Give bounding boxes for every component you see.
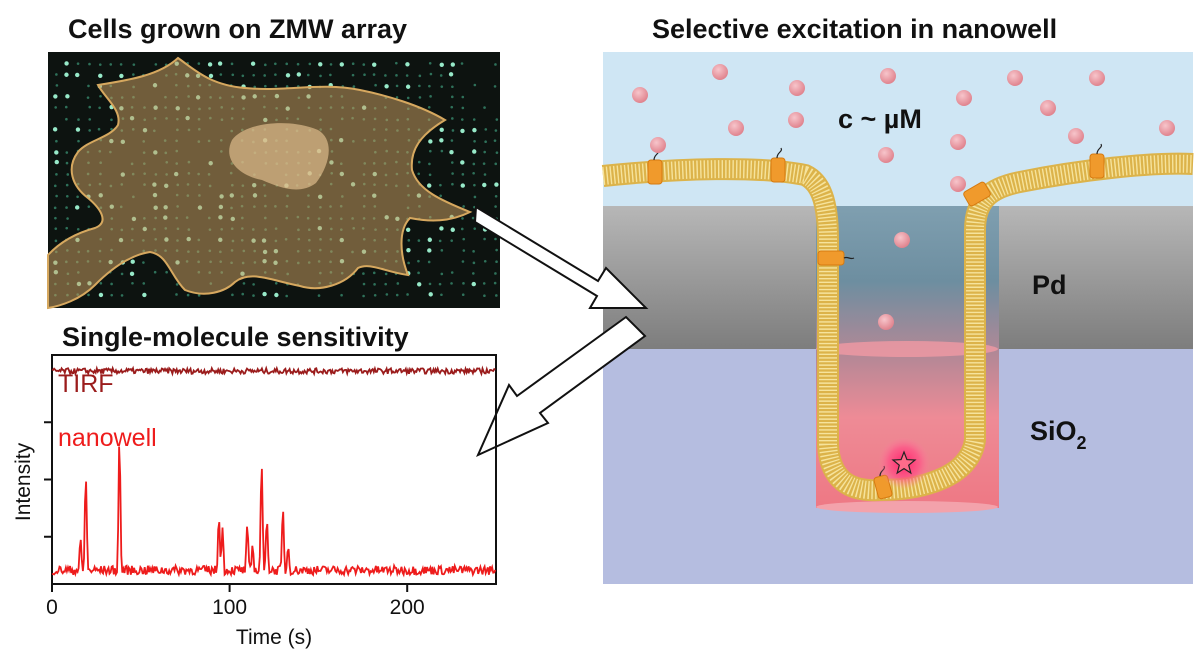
title-cells: Cells grown on ZMW array xyxy=(68,14,408,44)
particle xyxy=(950,134,966,150)
cell-nucleus xyxy=(229,123,329,190)
protein xyxy=(1089,153,1105,179)
nanowell-schematic: c ~ µM Pd SiO2 xyxy=(601,52,1194,584)
plot-frame xyxy=(51,354,497,585)
title-single-molecule: Single-molecule sensitivity xyxy=(62,322,409,352)
cell-micrograph xyxy=(47,52,500,310)
particle xyxy=(950,176,966,192)
particle xyxy=(1159,120,1175,136)
protein xyxy=(817,250,845,266)
protein xyxy=(963,181,991,207)
protein xyxy=(647,159,663,185)
series-tirf-line xyxy=(51,365,496,377)
x-tick-label: 100 xyxy=(212,596,247,619)
series-label-tirf: TIRF xyxy=(58,370,114,398)
cell-body xyxy=(47,56,473,310)
particle xyxy=(878,314,894,330)
particle xyxy=(632,87,648,103)
particle xyxy=(956,90,972,106)
particle xyxy=(1089,70,1105,86)
fluorophore-star-icon xyxy=(891,450,917,475)
layer-label-pd: Pd xyxy=(1032,270,1067,300)
particle xyxy=(880,68,896,84)
particle xyxy=(1040,100,1056,116)
particle xyxy=(788,112,804,128)
arrow-icon xyxy=(473,205,649,309)
title-excitation: Selective excitation in nanowell xyxy=(652,14,1058,44)
x-axis-label: Time (s) xyxy=(236,626,312,649)
concentration-label: c ~ µM xyxy=(838,104,922,134)
x-tick-label: 0 xyxy=(46,596,58,619)
particle xyxy=(1007,70,1023,86)
fluorescent-particles xyxy=(632,64,1175,330)
series-nanowell-line xyxy=(51,446,497,578)
particle xyxy=(728,120,744,136)
particle xyxy=(894,232,910,248)
layer-label-sio2: SiO2 xyxy=(1030,416,1087,453)
membrane-proteins xyxy=(647,153,1105,500)
particle xyxy=(650,137,666,153)
intensity-chart: 0 100 200 TIRF nanowell Time (s) Intensity xyxy=(12,354,497,649)
y-axis-label: Intensity xyxy=(12,442,35,521)
series-label-nanowell: nanowell xyxy=(58,424,157,452)
particle xyxy=(789,80,805,96)
particle xyxy=(712,64,728,80)
protein xyxy=(770,157,786,183)
particle xyxy=(1068,128,1084,144)
particle xyxy=(878,147,894,163)
x-tick-label: 200 xyxy=(390,596,425,619)
arrow-icon xyxy=(476,315,647,458)
